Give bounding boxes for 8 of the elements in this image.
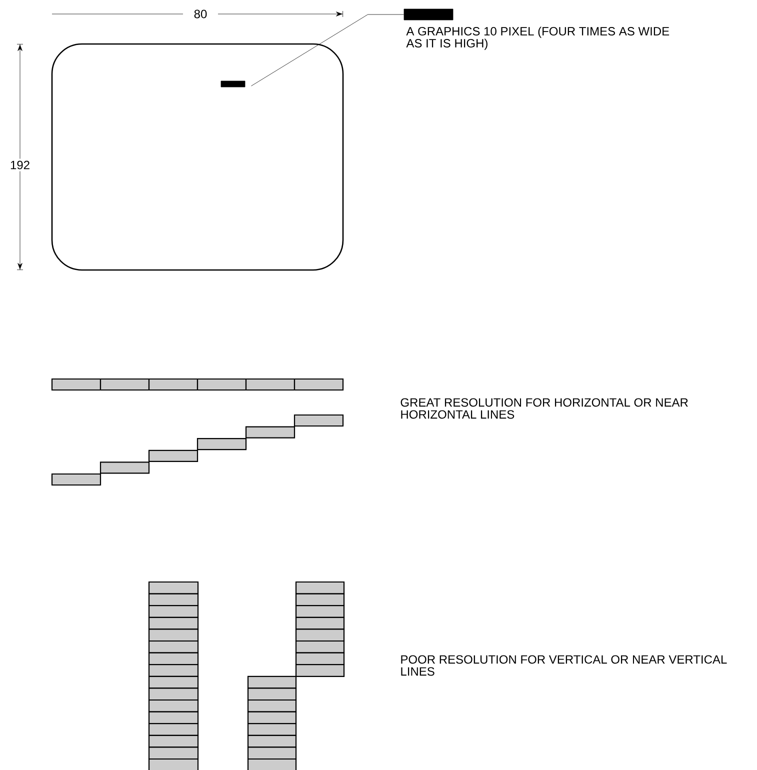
callout-text: A GRAPHICS 10 PIXEL (FOUR TIMES AS WIDE AS IT IS HIGH)	[406, 26, 670, 50]
screen-outline	[51, 43, 344, 271]
description-text: GREAT RESOLUTION FOR HORIZONTAL OR NEAR HORIZONTAL LINES	[400, 398, 688, 419]
dimension-label: 192	[8, 158, 32, 172]
dimension-label: 80	[192, 8, 210, 20]
description-text: POOR RESOLUTION FOR VERTICAL OR NEAR VERTICAL LINES	[401, 655, 727, 676]
leader-line	[251, 14, 404, 86]
pixel-block	[220, 80, 246, 88]
